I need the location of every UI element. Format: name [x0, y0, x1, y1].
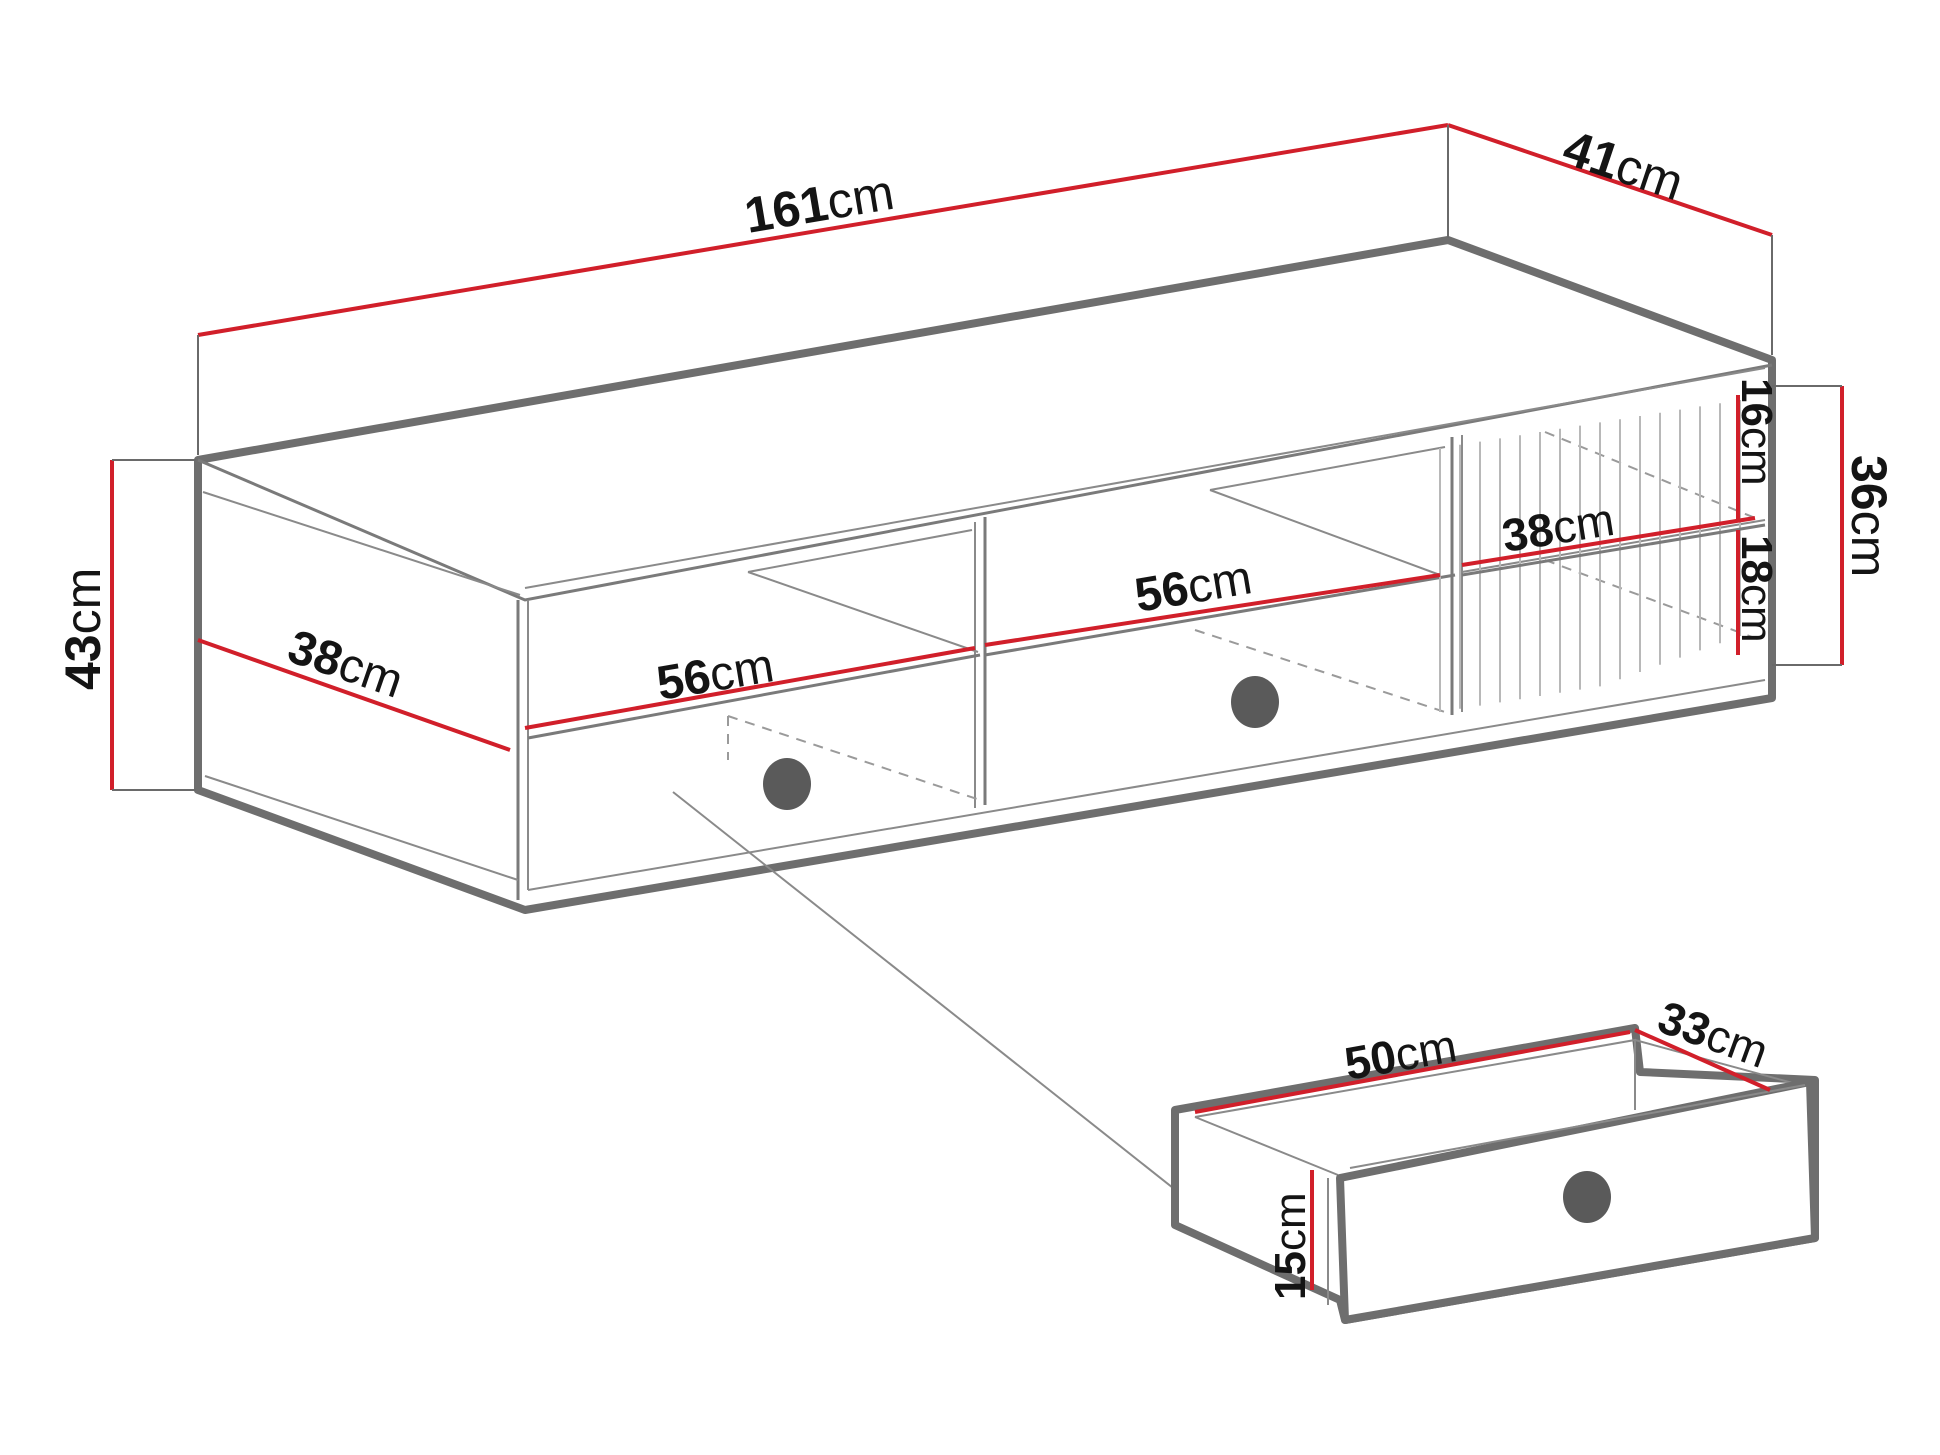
label-drawer-height: 15cm — [1266, 1192, 1315, 1300]
dimension-labels: 161cm 41cm 43cm 38cm 56cm 56cm 38cm 16cm… — [55, 119, 1897, 1300]
drawer-inner-left — [1194, 1116, 1339, 1176]
drawer-row-top-2 — [984, 573, 1456, 657]
label-left-drawer-width: 56cm — [653, 639, 778, 711]
label-upper-shelf-height: 16cm — [1732, 378, 1781, 486]
dim-line-drawer-mid — [984, 573, 1441, 647]
label-shelf-unit-height: 36cm — [1841, 455, 1897, 577]
label-total-width: 161cm — [741, 164, 898, 244]
dim-line-drawer-inner-width — [1194, 1030, 1631, 1114]
dim-line-drawer-inner-depth — [1634, 1028, 1771, 1092]
knob-icon — [1563, 1171, 1611, 1223]
cabinet — [194, 236, 1776, 914]
dim-line-width — [197, 123, 1449, 337]
label-drawer-inner-width: 50cm — [1341, 1019, 1461, 1090]
compartment-left-top — [747, 529, 973, 573]
knob-icon — [763, 758, 811, 810]
drawer-mid-dashed — [1194, 629, 1446, 713]
drawer-left-dashed — [727, 715, 981, 801]
leader-line — [672, 791, 1193, 1204]
compartment-left-back — [747, 571, 979, 653]
dim-line-depth — [1447, 123, 1773, 237]
top-front-edge-lower — [202, 491, 521, 596]
bottom-side-edge — [204, 775, 519, 881]
dimension-lines — [110, 123, 1844, 1290]
top-inner-edge — [524, 367, 1766, 589]
label-middle-drawer-width: 56cm — [1131, 551, 1256, 623]
dim-line-drawer-left — [524, 646, 976, 730]
bottom-front-edge — [527, 679, 1766, 891]
drawer-row-top — [527, 653, 981, 740]
compartment-mid-top — [1209, 446, 1446, 491]
detail-drawer — [1171, 1024, 1819, 1324]
shelf-divider — [1461, 523, 1766, 577]
drawer-inner-right — [1634, 1039, 1801, 1086]
dim-line-side — [197, 638, 511, 752]
label-shelf-width: 38cm — [1498, 493, 1617, 562]
label-lower-shelf-height: 18cm — [1732, 535, 1781, 643]
label-total-depth: 41cm — [1557, 119, 1691, 211]
drawer-row-top-3 — [1461, 519, 1766, 573]
knob-icon — [1231, 676, 1279, 728]
top-front-edge — [197, 363, 1773, 602]
dim-line-shelf — [1461, 516, 1756, 567]
drawer-front-top — [1349, 1084, 1806, 1169]
label-total-height: 43cm — [55, 568, 111, 690]
compartment-mid-back — [1209, 489, 1441, 576]
extension-lines — [112, 125, 1842, 791]
